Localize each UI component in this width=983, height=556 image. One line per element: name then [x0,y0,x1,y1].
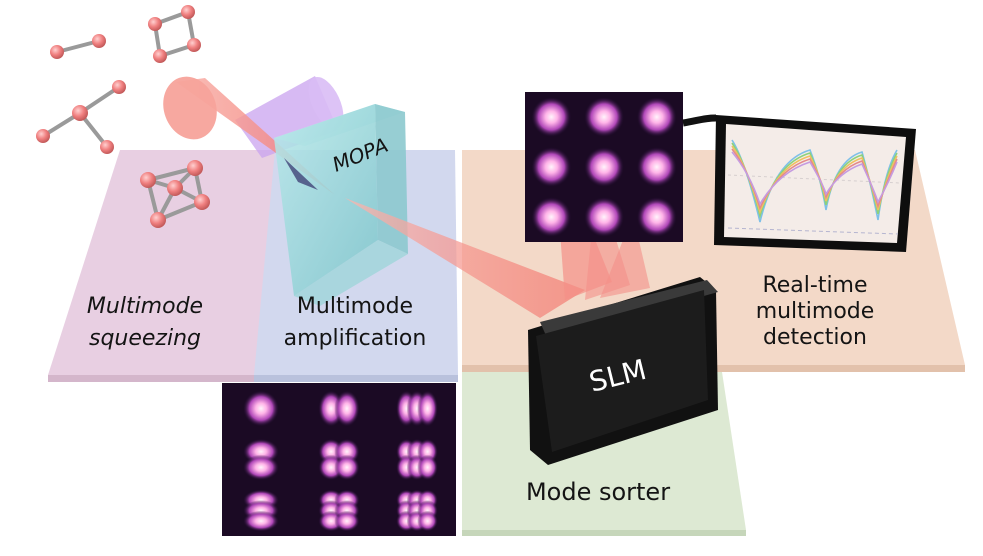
hg-mode-grid [222,383,456,536]
molecule-atom [92,34,106,48]
mode-lobe [637,197,677,237]
mode-lobe [243,511,279,532]
molecule-atom [72,105,88,121]
detection-label-line1: Real-time [762,273,867,298]
molecule-atom [50,45,64,59]
detector-mode-grid [525,92,683,242]
molecule-atom [112,80,126,94]
mode-lobe [243,455,279,480]
mode-sorter-label: Mode sorter [526,478,670,506]
amplification-label-line2: amplification [284,326,427,351]
detector-cable [683,118,716,123]
mode-lobe [417,455,438,480]
mode-lobe [531,147,571,187]
mode-lobe [531,97,571,137]
mode-lobe [637,147,677,187]
mode-lobe [334,391,359,427]
detection-label-line3: detection [763,325,867,350]
mode-lobe [531,197,571,237]
molecule-atom [187,160,203,176]
mode-lobe [417,511,438,532]
molecule-atom [148,17,162,31]
detection-label-line2: multimode [756,299,875,324]
mode-lobe [584,197,624,237]
molecule-atom [153,49,167,63]
squeezing-label-line2: squeezing [89,326,201,351]
squeezing-label-line1: Multimode [87,294,203,319]
molecule-atom [167,180,183,196]
mode-lobe [417,391,438,427]
molecule-atom [150,212,166,228]
mode-lobe [243,391,279,427]
mode-lobe [637,97,677,137]
molecule-atom [36,129,50,143]
mode-lobe [334,511,359,532]
molecule-atom [181,5,195,19]
molecule-atom [140,172,156,188]
mode-lobe [584,97,624,137]
molecule-atom [100,140,114,154]
monitor[interactable] [714,115,916,252]
molecule-atom [194,194,210,210]
mode-lobe [334,455,359,480]
mode-lobe [584,147,624,187]
amplification-label-line1: Multimode [297,294,413,319]
molecule-atom [187,38,201,52]
